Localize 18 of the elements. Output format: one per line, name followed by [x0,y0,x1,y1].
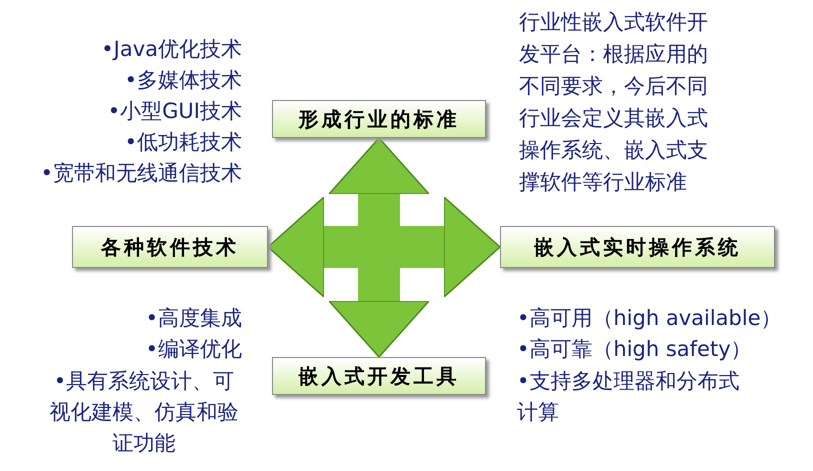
bullet-text: •高度集成 [144,305,242,332]
bullet-text: •高可靠（high safety） [517,336,753,363]
bullet-text: •低功耗技术 [124,129,242,156]
bullet-text: •高可用（high available） [517,305,783,332]
bullet-text: •Java优化技术 [100,36,242,63]
label-box: 嵌入式开发工具 [272,357,486,395]
label-box: 形成行业的标准 [272,100,486,138]
double-arrow [328,137,430,358]
bullet-text: •小型GUI技术 [106,98,242,125]
bullet-text: 行业性嵌入式软件开发平台：根据应用的不同要求，今后不同行业会定义其嵌入式操作系统、嵌入式支撑软件等行业标准 [519,9,709,196]
double-arrow [267,196,501,298]
bullet-text: •具有系统设计、可视化建模、仿真和验证功能 [48,368,240,457]
label-box: 各种软件技术 [72,226,268,268]
bullet-text: •支持多处理器和分布式计算 [517,368,740,426]
bullet-text: •编译优化 [144,336,242,363]
label-box: 嵌入式实时操作系统 [500,226,775,268]
bullet-text: •多媒体技术 [124,67,242,94]
bullet-text: •宽带和无线通信技术 [40,160,242,187]
